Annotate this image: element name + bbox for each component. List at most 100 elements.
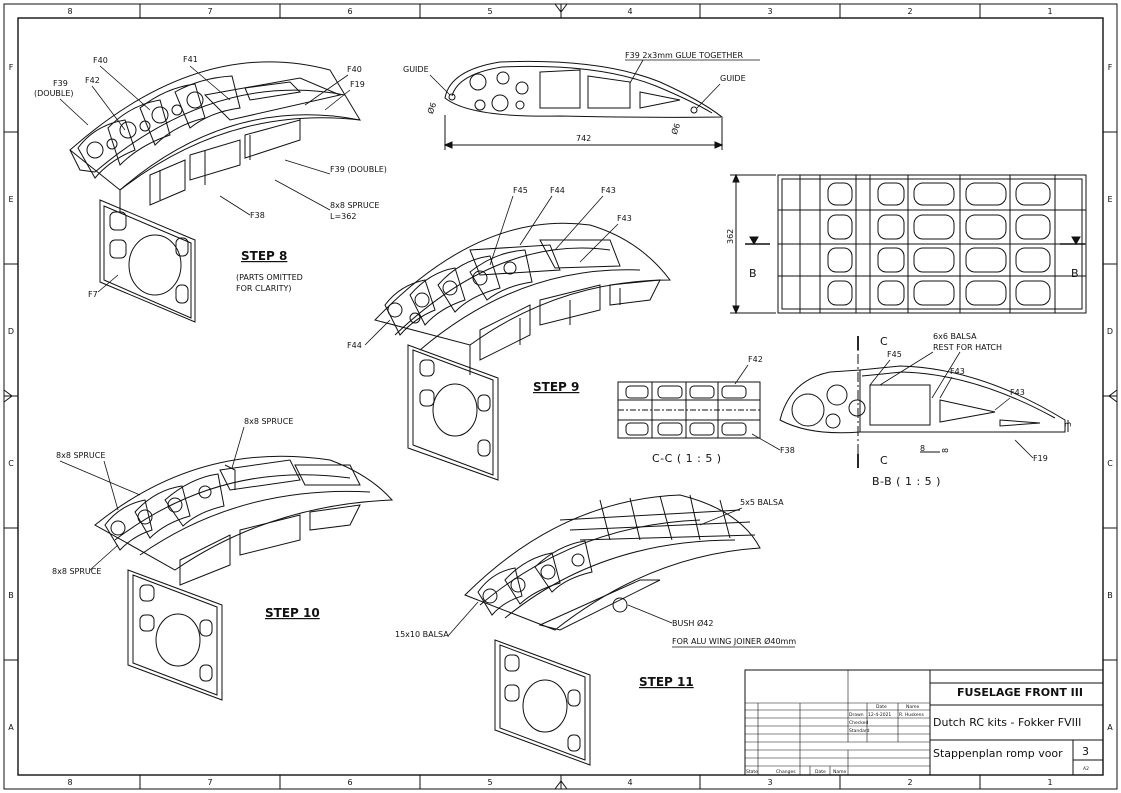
plan-cut-left: B: [749, 267, 757, 280]
section-bb-dim3: 3: [1064, 422, 1073, 427]
step9-f45-label: F45: [513, 186, 528, 195]
sheet-number: 3: [1082, 745, 1089, 758]
section-bb-dim8b: 8: [941, 448, 950, 453]
title-block: [744, 669, 1104, 776]
step8-f40b-label: F40: [347, 65, 362, 74]
section-bb-balsa-label: 6x6 BALSA: [933, 332, 977, 341]
title-block-text: FUSELAGE FRONT III Dutch RC kits - Fokke…: [746, 686, 1089, 775]
step10-spruce-top-label: 8x8 SPRUCE: [244, 417, 293, 426]
step9-labels: F45 F44 F43 F43 F44 STEP 9: [347, 186, 632, 394]
profile-f39: [443, 60, 724, 150]
section-bb-title: B-B ( 1 : 5 ): [872, 475, 941, 488]
section-bb-cut-bottom: C: [880, 454, 888, 467]
grid-col-3: 3: [767, 7, 772, 16]
drawing-title: FUSELAGE FRONT III: [957, 686, 1083, 699]
step11-labels: 5x5 BALSA 15x10 BALSA BUSH Ø42 FOR ALU W…: [395, 498, 796, 689]
section-cc-f38-label: F38: [780, 446, 795, 455]
step8-length-label: L=362: [330, 212, 356, 221]
step11-bush-label: BUSH Ø42: [672, 618, 713, 628]
grid-col-5: 5: [487, 7, 492, 16]
tb-rev-name: Name: [833, 769, 847, 775]
section-bb-dim8a: 8: [920, 444, 925, 453]
tb-rev-state: State: [746, 769, 758, 775]
step9-f44-label: F44: [550, 186, 565, 195]
grid-col-5-bottom: 5: [487, 778, 492, 787]
step11-balsa15-label: 15x10 BALSA: [395, 630, 449, 639]
plan-cut-right: B: [1071, 267, 1079, 280]
step11-title: STEP 11: [639, 675, 694, 689]
step10-title: STEP 10: [265, 606, 320, 620]
grid-col-6-bottom: 6: [347, 778, 352, 787]
step9-f44b-label: F44: [347, 341, 362, 350]
tb-rev-date: Date: [815, 769, 826, 775]
section-bb-f45-label: F45: [887, 350, 902, 359]
section-cc: [617, 381, 761, 439]
step8-title: STEP 8: [241, 249, 287, 263]
sheet-format: A2: [1083, 766, 1089, 772]
step11-joiner-label: FOR ALU WING JOINER Ø40mm: [672, 636, 796, 646]
section-bb: [779, 336, 1069, 468]
step9-f43-label: F43: [601, 186, 616, 195]
step8-note-line1: (PARTS OMITTED: [236, 273, 303, 282]
grid-col-1-bottom: 1: [1047, 778, 1052, 787]
grid-row-d-right: D: [1107, 327, 1113, 336]
drawing-company: Dutch RC kits - Fokker FVIII: [933, 716, 1081, 729]
grid-col-4: 4: [627, 7, 632, 16]
sheet-frame: 8 7 6 5 4 3 2 1 8 7 6 5 4 3 2 1 F E D C …: [3, 3, 1118, 790]
grid-col-7: 7: [207, 7, 212, 16]
grid-row-c-right: C: [1107, 459, 1113, 468]
step9-f43b-label: F43: [617, 214, 632, 223]
step8-assembly: [69, 61, 362, 323]
grid-row-b-right: B: [1107, 591, 1113, 600]
grid-col-4-bottom: 4: [627, 778, 632, 787]
tb-col-date: Date: [876, 704, 887, 710]
grid-row-d: D: [8, 327, 14, 336]
grid-col-2: 2: [907, 7, 912, 16]
step10-labels: 8x8 SPRUCE 8x8 SPRUCE 8x8 SPRUCE STEP 10: [52, 417, 320, 620]
grid-row-c: C: [8, 459, 14, 468]
plan-height-dimension: 362: [726, 229, 735, 244]
section-cc-title: C-C ( 1 : 5 ): [652, 452, 722, 465]
step8-f40-label: F40: [93, 56, 108, 65]
section-cc-labels: F42 F38 C-C ( 1 : 5 ): [652, 355, 795, 465]
grid-row-b: B: [8, 591, 14, 600]
step8-note-line2: FOR CLARITY): [236, 284, 292, 293]
tb-row-standard: Standard: [849, 728, 870, 734]
section-cc-f42-label: F42: [748, 355, 763, 364]
section-bb-labels: C C 6x6 BALSA REST FOR HATCH F45 F43 F43…: [869, 332, 1073, 488]
tb-row-checked: Checked: [849, 720, 868, 726]
grid-row-a: A: [8, 723, 14, 732]
tb-drawn-date: 12-4-2021: [868, 712, 891, 718]
drawing-subtitle: Stappenplan romp voor: [933, 747, 1063, 760]
tb-drawn-name: R. Huskens: [899, 712, 924, 718]
section-bb-cut-top: C: [880, 335, 888, 348]
tb-rev-changes: Changes: [776, 769, 796, 775]
profile-dia-left-label: Ø6: [425, 101, 438, 115]
grid-col-8-bottom: 8: [67, 778, 72, 787]
step9-assembly: [374, 222, 672, 481]
step8-f7-label: F7: [88, 290, 98, 299]
step8-f39-double-label: F39 (DOUBLE): [330, 165, 387, 174]
profile-f39-labels: F39 2x3mm GLUE TOGETHER GUIDE GUIDE Ø6 Ø…: [403, 51, 760, 143]
grid-col-6: 6: [347, 7, 352, 16]
section-bb-f43-label: F43: [950, 367, 965, 376]
step8-f42-label: F42: [85, 76, 100, 85]
section-bb-hatch-label: REST FOR HATCH: [933, 343, 1002, 352]
grid-row-e: E: [8, 195, 13, 204]
step11-balsa5-label: 5x5 BALSA: [740, 498, 784, 507]
step10-spruce-bottom-label: 8x8 SPRUCE: [52, 567, 101, 576]
profile-guide-right-label: GUIDE: [720, 74, 746, 83]
profile-dia-right-label: Ø6: [669, 122, 682, 136]
grid-row-a-right: A: [1107, 723, 1113, 732]
step10-spruce-left-label: 8x8 SPRUCE: [56, 451, 105, 460]
grid-col-2-bottom: 2: [907, 778, 912, 787]
section-bb-f19-label: F19: [1033, 454, 1048, 463]
grid-col-7-bottom: 7: [207, 778, 212, 787]
step8-f19-label: F19: [350, 80, 365, 89]
grid-col-1: 1: [1047, 7, 1052, 16]
profile-glue-label: F39 2x3mm GLUE TOGETHER: [625, 51, 743, 60]
step9-title: STEP 9: [533, 380, 579, 394]
step8-double-label: (DOUBLE): [34, 89, 74, 98]
grid-row-e-right: E: [1107, 195, 1112, 204]
